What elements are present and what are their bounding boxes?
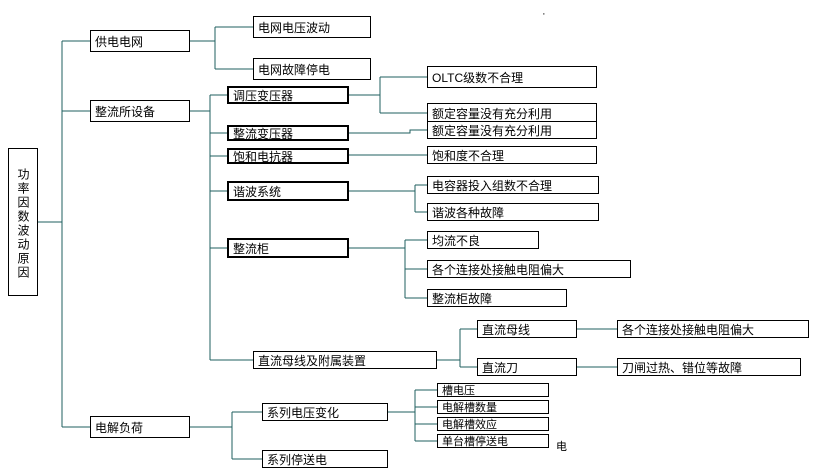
- node-rated-capacity-underused-1: 额定容量没有充分利用: [427, 103, 597, 123]
- stray-text-bottom: 电: [556, 441, 567, 453]
- node-power-grid: 供电电网: [90, 30, 190, 52]
- node-cell-voltage: 槽电压: [437, 383, 549, 397]
- node-grid-voltage-fluctuation: 电网电压波动: [253, 16, 371, 38]
- node-contact-resistance-high-1: 各个连接处接触电阻偏大: [427, 260, 631, 278]
- node-current-sharing-poor: 均流不良: [427, 231, 539, 249]
- node-grid-fault-outage: 电网故障停电: [253, 58, 371, 80]
- node-dc-bus: 直流母线: [477, 320, 577, 338]
- node-series-power-cycle: 系列停送电: [262, 450, 388, 468]
- node-saturation-unreasonable: 饱和度不合理: [427, 146, 597, 164]
- node-knife-switch-faults: 刀闸过热、错位等故障: [617, 358, 801, 376]
- node-rectifier-cabinet-fault: 整流柜故障: [427, 289, 567, 307]
- node-electrolytic-cell-effect: 电解槽效应: [437, 417, 549, 431]
- node-electrolytic-cell-count: 电解槽数量: [437, 400, 549, 414]
- node-electrolysis-load: 电解负荷: [90, 416, 190, 438]
- node-harmonic-faults: 谐波各种故障: [427, 203, 599, 221]
- node-rectifier-cabinet: 整流柜: [227, 238, 349, 258]
- node-single-cell-power-cycle: 单台槽停送电: [437, 434, 549, 448]
- node-contact-resistance-high-2: 各个连接处接触电阻偏大: [617, 320, 809, 338]
- node-rectifier-transformer: 整流变压器: [227, 125, 349, 141]
- stray-mark-top: ·: [542, 8, 546, 20]
- node-harmonic-system: 谐波系统: [227, 181, 349, 201]
- node-dc-bus-and-accessories: 直流母线及附属装置: [253, 351, 437, 369]
- node-oltc-steps-unreasonable: OLTC级数不合理: [427, 66, 597, 88]
- node-saturable-reactor: 饱和电抗器: [227, 148, 349, 164]
- node-rated-capacity-underused-2: 额定容量没有充分利用: [427, 121, 597, 139]
- node-capacitor-groups-unreasonable: 电容器投入组数不合理: [427, 176, 599, 194]
- node-root-title: 功率因数波动原因: [8, 148, 38, 296]
- node-rectifier-station-equipment: 整流所设备: [90, 100, 190, 122]
- node-series-voltage-change: 系列电压变化: [262, 403, 388, 421]
- node-voltage-regulating-transformer: 调压变压器: [227, 86, 349, 104]
- node-dc-knife-switch: 直流刀: [477, 358, 577, 376]
